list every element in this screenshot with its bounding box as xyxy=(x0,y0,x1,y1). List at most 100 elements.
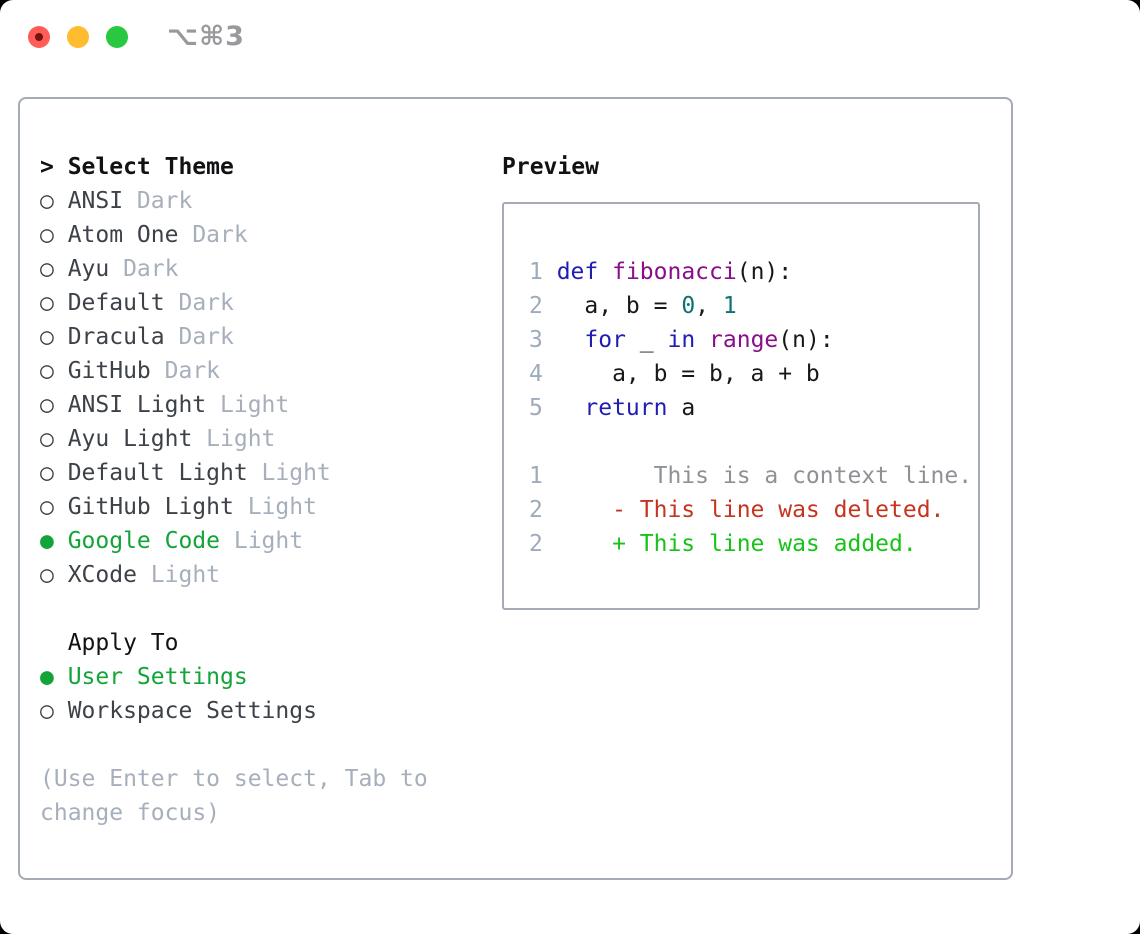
spacer xyxy=(40,592,474,626)
select-theme-title: Select Theme xyxy=(67,154,234,180)
radio-unselected-icon: ○ xyxy=(40,290,54,316)
code-line: 1 This is a context line. xyxy=(529,459,978,493)
radio-selected-icon: ● xyxy=(40,528,54,554)
line-number: 4 xyxy=(529,361,543,387)
radio-unselected-icon: ○ xyxy=(40,494,54,520)
theme-item[interactable]: ○ Dracula Dark xyxy=(40,320,474,354)
code-token-plain xyxy=(557,327,585,353)
code-token-function: range xyxy=(709,327,779,353)
code-line: 2 - This line was deleted. xyxy=(529,493,978,527)
code-line: 3 for _ in range(n): xyxy=(529,323,978,357)
close-button[interactable] xyxy=(28,26,50,48)
window-title: ⌥⌘3 xyxy=(167,21,245,52)
code-token-plain: a, b = b, a + b xyxy=(556,361,820,387)
code-token-plain: a, b = xyxy=(556,293,682,319)
line-number: 2 xyxy=(529,293,543,319)
code-line: 2 + This line was added. xyxy=(529,527,978,561)
line-number: 2 xyxy=(529,497,543,523)
line-number: 5 xyxy=(529,395,543,421)
item-label: Workspace Settings xyxy=(67,698,317,724)
radio-unselected-icon: ○ xyxy=(40,460,54,486)
apply-to-option[interactable]: ○ Workspace Settings xyxy=(40,694,474,728)
item-label: Ayu xyxy=(67,256,110,282)
item-variant-tag: Light xyxy=(220,392,290,418)
item-variant-tag: Light xyxy=(150,562,221,588)
code-token-keyword: in xyxy=(667,327,696,353)
item-variant-tag: Light xyxy=(233,528,304,554)
code-token-plain xyxy=(695,327,709,353)
item-variant-tag: Light xyxy=(206,426,276,452)
item-label: Ayu Light xyxy=(67,426,193,452)
select-theme-header: >Select Theme xyxy=(40,150,474,184)
code-token-function: fibonacci xyxy=(612,259,737,285)
code-line: 1 def fibonacci(n): xyxy=(529,255,978,289)
code-token-plain xyxy=(557,395,585,421)
code-token-keyword: def xyxy=(556,259,599,285)
item-label: Atom One xyxy=(67,222,179,248)
item-label: ANSI Light xyxy=(67,392,207,418)
code-line: 5 return a xyxy=(529,391,978,425)
code-line: 2 a, b = 0, 1 xyxy=(529,289,978,323)
apply-to-header: Apply To xyxy=(67,630,179,656)
theme-item[interactable]: ○ Ayu Light Light xyxy=(40,422,474,456)
radio-unselected-icon: ○ xyxy=(40,562,54,588)
apply-to-list: ● User Settings ○ Workspace Settings xyxy=(40,660,474,728)
spacer xyxy=(40,728,474,762)
code-token-deleted: - This line was deleted. xyxy=(556,497,945,523)
minimize-button[interactable] xyxy=(67,26,89,48)
theme-item[interactable]: ○ XCode Light xyxy=(40,558,474,592)
preview-title: Preview xyxy=(502,154,599,180)
code-line: 4 a, b = b, a + b xyxy=(529,357,978,391)
item-label: XCode xyxy=(67,562,137,588)
radio-selected-icon: ● xyxy=(40,664,54,690)
code-token-plain: _ xyxy=(625,327,668,353)
help-text: (Use Enter to select, Tab to change focu… xyxy=(40,766,428,826)
code-token-plain xyxy=(598,259,612,285)
unsaved-dot-icon xyxy=(35,33,43,41)
item-variant-tag: Light xyxy=(247,494,317,520)
code-token-added: + This line was added. xyxy=(556,531,917,557)
item-variant-tag: Light xyxy=(261,460,331,486)
code-token-context: This is a context line. xyxy=(556,463,973,489)
apply-to-option[interactable]: ● User Settings xyxy=(40,660,474,694)
radio-unselected-icon: ○ xyxy=(40,324,54,350)
zoom-button[interactable] xyxy=(106,26,128,48)
radio-unselected-icon: ○ xyxy=(40,222,54,248)
code-token-plain: (n): xyxy=(778,327,834,353)
code-token-number: 0 xyxy=(681,293,696,319)
item-variant-tag: Dark xyxy=(178,290,234,316)
titlebar: ⌥⌘3 xyxy=(0,0,1140,97)
code-token-keyword: return xyxy=(584,395,668,421)
line-number: 1 xyxy=(529,259,543,285)
line-number: 3 xyxy=(529,327,543,353)
theme-item[interactable]: ● Google Code Light xyxy=(40,524,474,558)
code-token-plain: (n): xyxy=(736,259,793,285)
radio-unselected-icon: ○ xyxy=(40,426,54,452)
code-token-keyword: for xyxy=(584,327,626,353)
radio-unselected-icon: ○ xyxy=(40,358,54,384)
item-label: Dracula xyxy=(67,324,165,350)
line-number: 2 xyxy=(529,531,543,557)
code-blank-line xyxy=(529,425,978,459)
code-token-plain: , xyxy=(695,293,723,319)
line-number: 1 xyxy=(529,463,543,489)
item-variant-tag: Dark xyxy=(136,188,193,214)
theme-item[interactable]: ○ Default Dark xyxy=(40,286,474,320)
radio-unselected-icon: ○ xyxy=(40,698,54,724)
code-token-number: 1 xyxy=(722,293,737,319)
item-label: Default xyxy=(67,290,165,316)
item-label: Google Code xyxy=(67,528,221,554)
item-label: User Settings xyxy=(67,664,248,690)
item-variant-tag: Dark xyxy=(178,324,234,350)
